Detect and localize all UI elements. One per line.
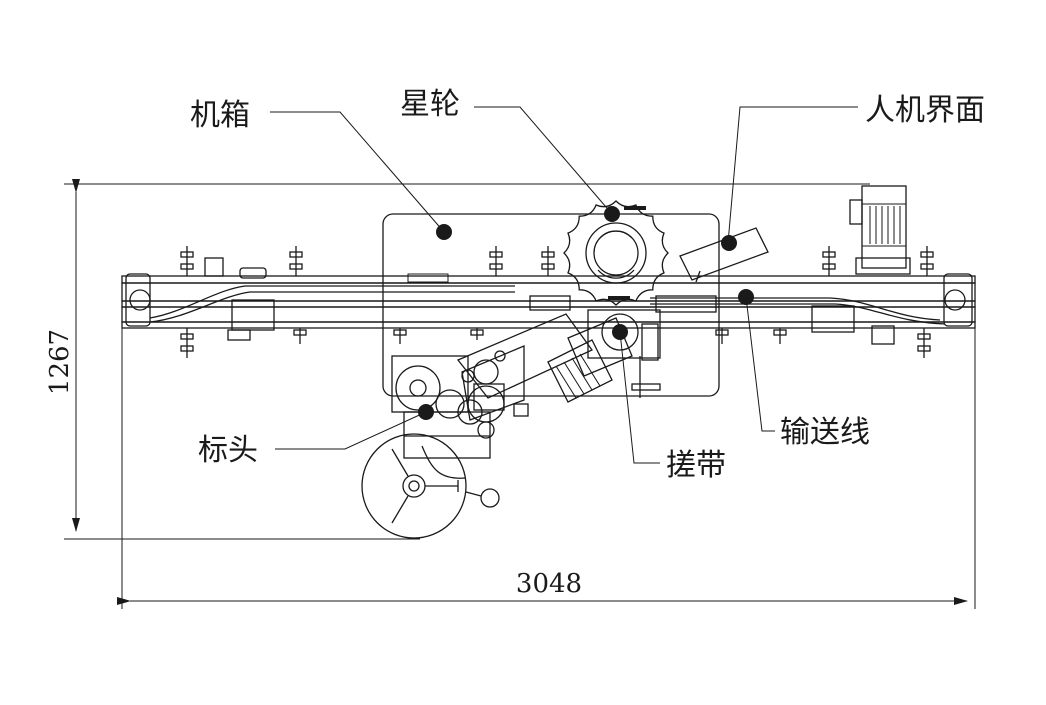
width-dimension-label: 3048: [516, 569, 582, 599]
drive-motor: [849, 185, 911, 275]
star-wheel: [563, 200, 669, 306]
conveyor: [121, 257, 976, 345]
label-star-wheel: 星轮: [400, 87, 460, 122]
label-cabinet: 机箱: [190, 98, 250, 133]
label-rubbing-belt: 搓带: [666, 448, 726, 483]
label-hmi: 人机界面: [865, 93, 985, 128]
label-label-head: 标头: [198, 433, 258, 468]
label-head: [361, 313, 593, 539]
label-conveyor: 输送线: [780, 415, 870, 450]
height-dimension-label: 1267: [45, 329, 75, 395]
cabinet: [382, 213, 720, 397]
callout-leaders: [270, 106, 858, 464]
star-wheel-outline: [563, 200, 669, 306]
width-dimension: 3048: [117, 282, 976, 609]
callout-dots: [418, 206, 754, 420]
conveyor-brackets: [180, 246, 934, 358]
hmi-panel: [679, 227, 769, 283]
height-dimension: 1267: [45, 179, 870, 540]
rubbing-belt: [547, 309, 661, 403]
